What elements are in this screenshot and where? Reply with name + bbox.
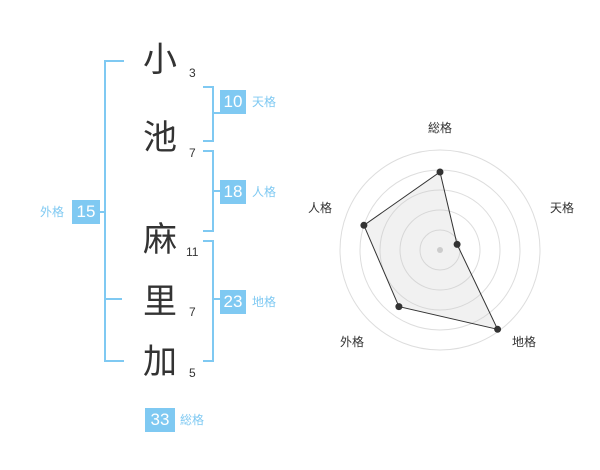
tenkaku-label: 天格: [252, 95, 277, 109]
radar-ring-3: [379, 189, 501, 311]
stroke-count-4: 7: [189, 305, 196, 319]
radar-axis-label-chikaku: 地格: [512, 334, 536, 349]
radar-point-1: [436, 168, 444, 176]
radar-axis-label-tenkaku: 天格: [550, 200, 574, 215]
radar-point-3: [494, 325, 502, 333]
jinkaku-label: 人格: [252, 185, 277, 199]
name-char-5: 加: [143, 342, 177, 382]
stroke-count-5: 5: [189, 366, 196, 380]
radar-axis-label-soukaku: 総格: [428, 120, 452, 135]
fortune-radar-chart: 総格 天格 地格 外格 人格: [308, 120, 574, 351]
stroke-count-3: 11: [186, 245, 199, 259]
jinkaku-bracket-tick: [212, 190, 220, 192]
gaikaku-bracket-mid-tick: [104, 298, 122, 300]
chikaku-bracket: [203, 240, 214, 362]
name-char-4: 里: [143, 282, 177, 322]
radar-ring-5: [339, 149, 541, 351]
gaikaku-bracket-tick: [98, 211, 106, 213]
gaikaku-label: 外格: [40, 205, 65, 219]
radar-data-area: [363, 171, 499, 331]
tenkaku-bracket-tick: [212, 112, 220, 114]
radar-data-points: [360, 168, 502, 333]
radar-point-2: [453, 240, 461, 248]
chikaku-bracket-tick: [212, 298, 220, 300]
radar-axis-label-gaikaku: 外格: [340, 334, 364, 349]
soukaku-label: 総格: [180, 413, 205, 427]
tenkaku-badge: 10: [220, 90, 246, 114]
gaikaku-bracket: [104, 60, 124, 362]
soukaku-badge: 33: [145, 408, 175, 432]
gaikaku-badge: 15: [72, 200, 100, 224]
name-char-1: 小: [143, 40, 177, 80]
chikaku-label: 地格: [252, 295, 277, 309]
jinkaku-badge: 18: [220, 180, 246, 204]
radar-point-4: [395, 303, 403, 311]
radar-ring-2: [399, 209, 481, 291]
tenkaku-bracket: [203, 86, 214, 142]
radar-point-5: [360, 221, 368, 229]
radar-center-dot: [437, 247, 443, 253]
chikaku-badge: 23: [220, 290, 246, 314]
name-char-2: 池: [143, 118, 177, 158]
stroke-count-2: 7: [189, 146, 196, 160]
radar-axis-label-jinkaku: 人格: [308, 200, 332, 215]
name-char-3: 麻: [143, 220, 177, 260]
stroke-count-1: 3: [189, 66, 196, 80]
